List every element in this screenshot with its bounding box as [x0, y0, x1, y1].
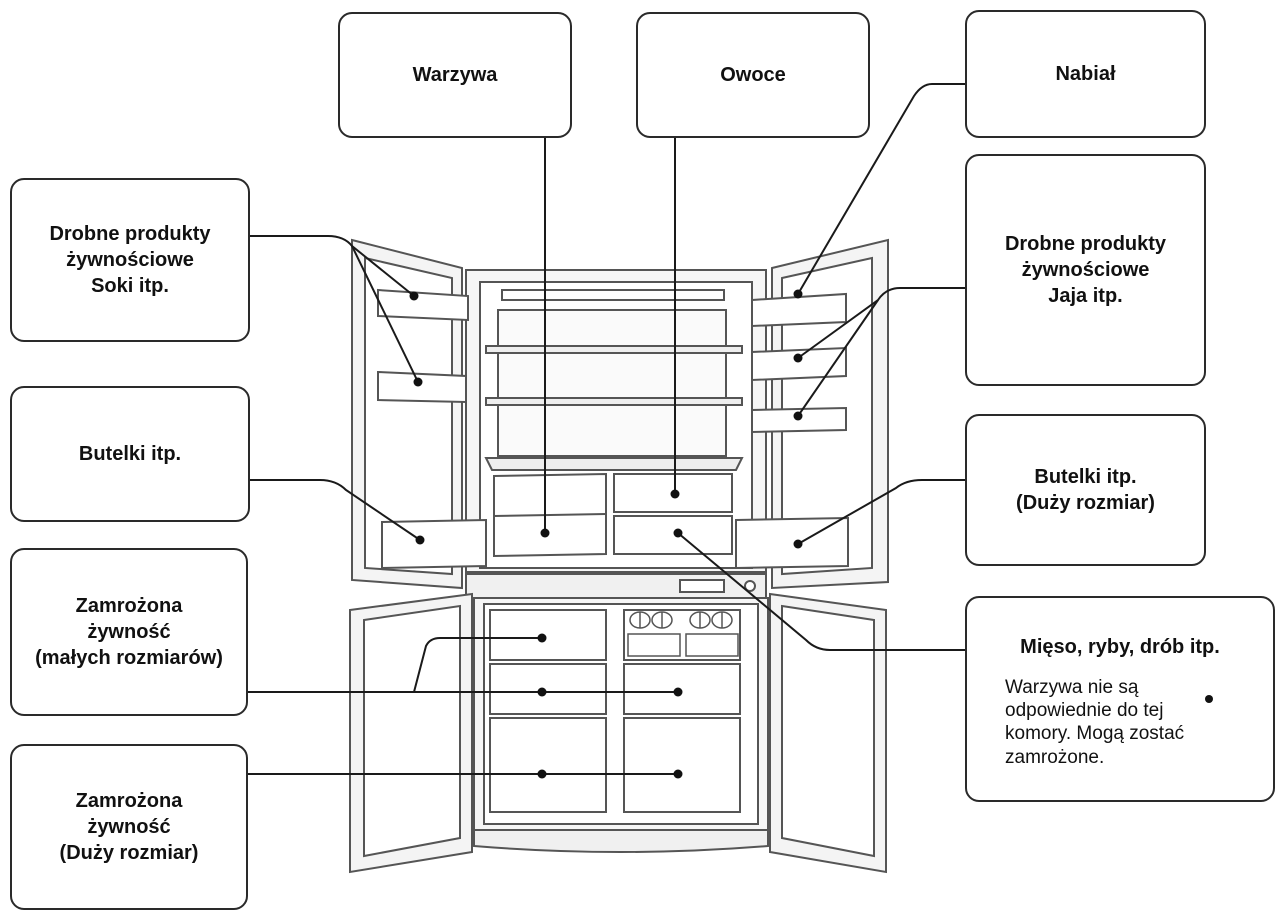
- shelf-3: [484, 457, 744, 471]
- label-drobne-soki-text: Drobne produkty żywnościowe Soki itp.: [49, 223, 211, 297]
- dot-zamrozona-male-1: [537, 633, 547, 643]
- label-owoce-text: Owoce: [720, 64, 786, 86]
- leader-lines: [248, 83, 965, 775]
- label-drobne-soki: Drobne produkty żywnościowe Soki itp.: [10, 178, 250, 342]
- label-warzywa: Warzywa: [338, 12, 572, 138]
- label-owoce: Owoce: [636, 12, 870, 138]
- note-bullet-icon: [1205, 695, 1213, 703]
- freezer-small-left-top: [489, 609, 607, 661]
- dot-butelki: [415, 535, 425, 545]
- dot-zamrozona-male-3: [673, 687, 683, 697]
- label-butelki-text: Butelki itp.: [78, 443, 182, 465]
- label-butelki-duze: Butelki itp. (Duży rozmiar): [965, 414, 1206, 566]
- left-door-bin-1: [377, 288, 469, 322]
- freezer-small-right: [623, 663, 741, 715]
- dot-soki-2: [413, 377, 423, 387]
- right-door-bin-2: [751, 346, 847, 382]
- label-zamrozona-duze-text: Zamrożona żywność (Duży rozmiar): [59, 790, 199, 864]
- dot-warzywa: [540, 528, 550, 538]
- label-zamrozona-male-text: Zamrożona żywność (małych rozmiarów): [35, 595, 223, 669]
- leader-dots: [409, 289, 803, 779]
- dot-nabial: [793, 289, 803, 299]
- leader-drobne-soki-1: [250, 235, 415, 297]
- label-mieso-note: Warzywa nie są odpowiednie do tej komory…: [1005, 677, 1185, 768]
- label-butelki: Butelki itp.: [10, 386, 250, 522]
- leader-butelki: [250, 479, 421, 541]
- leader-mieso: [677, 532, 965, 651]
- label-zamrozona-male: Zamrożona żywność (małych rozmiarów): [10, 548, 248, 716]
- label-drobne-jaja: Drobne produkty żywnościowe Jaja itp.: [965, 154, 1206, 386]
- leader-drobne-jaja-1: [797, 287, 965, 359]
- leader-butelki-duze: [797, 479, 965, 545]
- lower-right-door-inner: [781, 604, 875, 858]
- control-knob: [744, 580, 756, 592]
- label-nabial-text: Nabiał: [1055, 63, 1116, 85]
- ice-maker-detail: [627, 611, 739, 657]
- freezer-large-right: [623, 717, 741, 813]
- label-mieso-title: Mięso, ryby, drób itp.: [1020, 636, 1220, 658]
- label-butelki-duze-text: Butelki itp. (Duży rozmiar): [1016, 466, 1155, 514]
- label-mieso: Mięso, ryby, drób itp. Warzywa nie są od…: [965, 596, 1275, 802]
- vegetable-drawer-line: [493, 513, 607, 517]
- control-panel: [679, 579, 725, 593]
- back-wall: [497, 309, 727, 457]
- fridge-base: [473, 829, 769, 853]
- right-door-bin-1: [751, 292, 847, 328]
- leader-drobne-soki-2: [351, 245, 419, 383]
- shelf-2: [485, 397, 743, 406]
- label-zamrozona-duze: Zamrożona żywność (Duży rozmiar): [10, 744, 248, 910]
- leader-drobne-jaja-2: [797, 299, 879, 417]
- left-door-bin-3: [381, 518, 487, 570]
- dot-owoce: [670, 489, 680, 499]
- top-light-strip: [501, 289, 725, 301]
- dot-soki-1: [409, 291, 419, 301]
- refrigerator: [349, 238, 889, 874]
- freezer-large-left: [489, 717, 607, 813]
- dot-jaja-1: [793, 353, 803, 363]
- label-drobne-jaja-text: Drobne produkty żywnościowe Jaja itp.: [1004, 233, 1167, 307]
- lower-left-door-inner: [363, 604, 461, 858]
- upper-left-door-inner: [364, 256, 453, 576]
- dot-zamrozona-duze-1: [537, 769, 547, 779]
- meat-drawer: [613, 515, 733, 555]
- label-nabial: Nabiał: [965, 10, 1206, 138]
- dot-butelki-duze: [793, 539, 803, 549]
- leader-nabial: [797, 83, 965, 295]
- dot-zamrozona-duze-2: [673, 769, 683, 779]
- shelf-1: [485, 345, 743, 354]
- leader-zamrozona-male-2: [413, 637, 542, 693]
- dot-jaja-2: [793, 411, 803, 421]
- left-door-bin-2: [377, 370, 467, 404]
- label-warzywa-text: Warzywa: [412, 64, 498, 86]
- freezer-small-left-mid: [489, 663, 607, 715]
- dot-zamrozona-male-2: [537, 687, 547, 697]
- dot-mieso: [673, 528, 683, 538]
